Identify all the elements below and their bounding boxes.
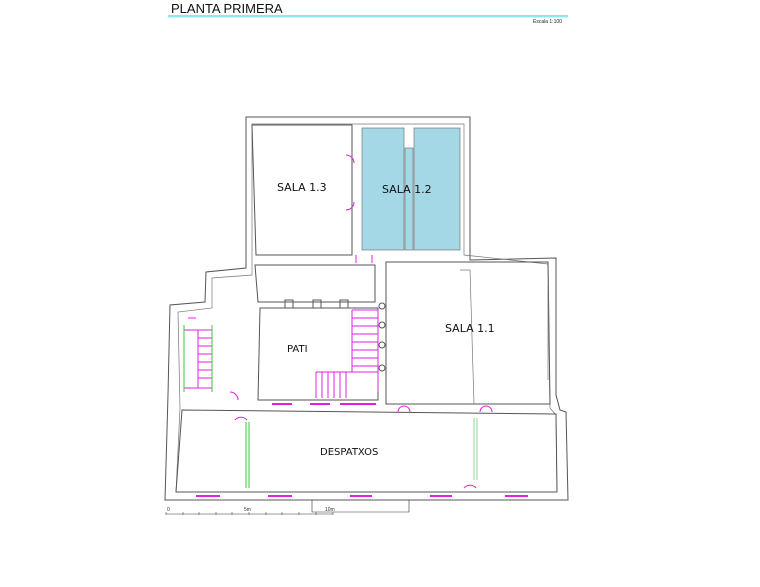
- pati-stairs: [315, 309, 379, 398]
- drawing-title: PLANTA PRIMERA: [171, 1, 283, 16]
- sala-1-2-area-mid[interactable]: [404, 147, 414, 251]
- room-label-sala-1-3: SALA 1.3: [277, 181, 327, 194]
- room-label-pati: PATI: [287, 344, 308, 355]
- despatxos-walls: [175, 409, 558, 493]
- west-stair-rail: [183, 325, 213, 392]
- doors[interactable]: [188, 154, 493, 489]
- pati-walls: [257, 307, 379, 401]
- sala-1-2-area-right[interactable]: [413, 127, 461, 251]
- room-label-despatxos: DESPATXOS: [320, 447, 378, 458]
- despatxos-glazed-partition-left: [245, 422, 250, 488]
- despatxos-glazed-partition-right: [473, 418, 478, 480]
- columns: [284, 299, 386, 372]
- facade-windows: [196, 403, 528, 497]
- sala-1-1-walls: [385, 261, 551, 405]
- scale-label-5m: 5m: [244, 507, 251, 513]
- room-label-sala-1-2: SALA 1.2: [382, 183, 432, 196]
- title-rule: [168, 15, 568, 17]
- scale-note: Escala 1:100: [533, 19, 562, 25]
- scale-bar: 0 5m 10m: [165, 500, 410, 515]
- corridor-walls: [254, 264, 376, 303]
- scale-label-0: 0: [167, 507, 170, 513]
- sala-1-3-walls: [251, 124, 353, 256]
- sala-1-2-area-left[interactable]: [361, 127, 405, 251]
- title-rule-shadow: [168, 17, 568, 18]
- room-label-sala-1-1: SALA 1.1: [445, 322, 495, 335]
- sala-1-1-partition: [460, 269, 549, 405]
- exterior-wall: [164, 116, 569, 501]
- west-stairs: [183, 329, 213, 389]
- scale-label-10m: 10m: [325, 507, 335, 513]
